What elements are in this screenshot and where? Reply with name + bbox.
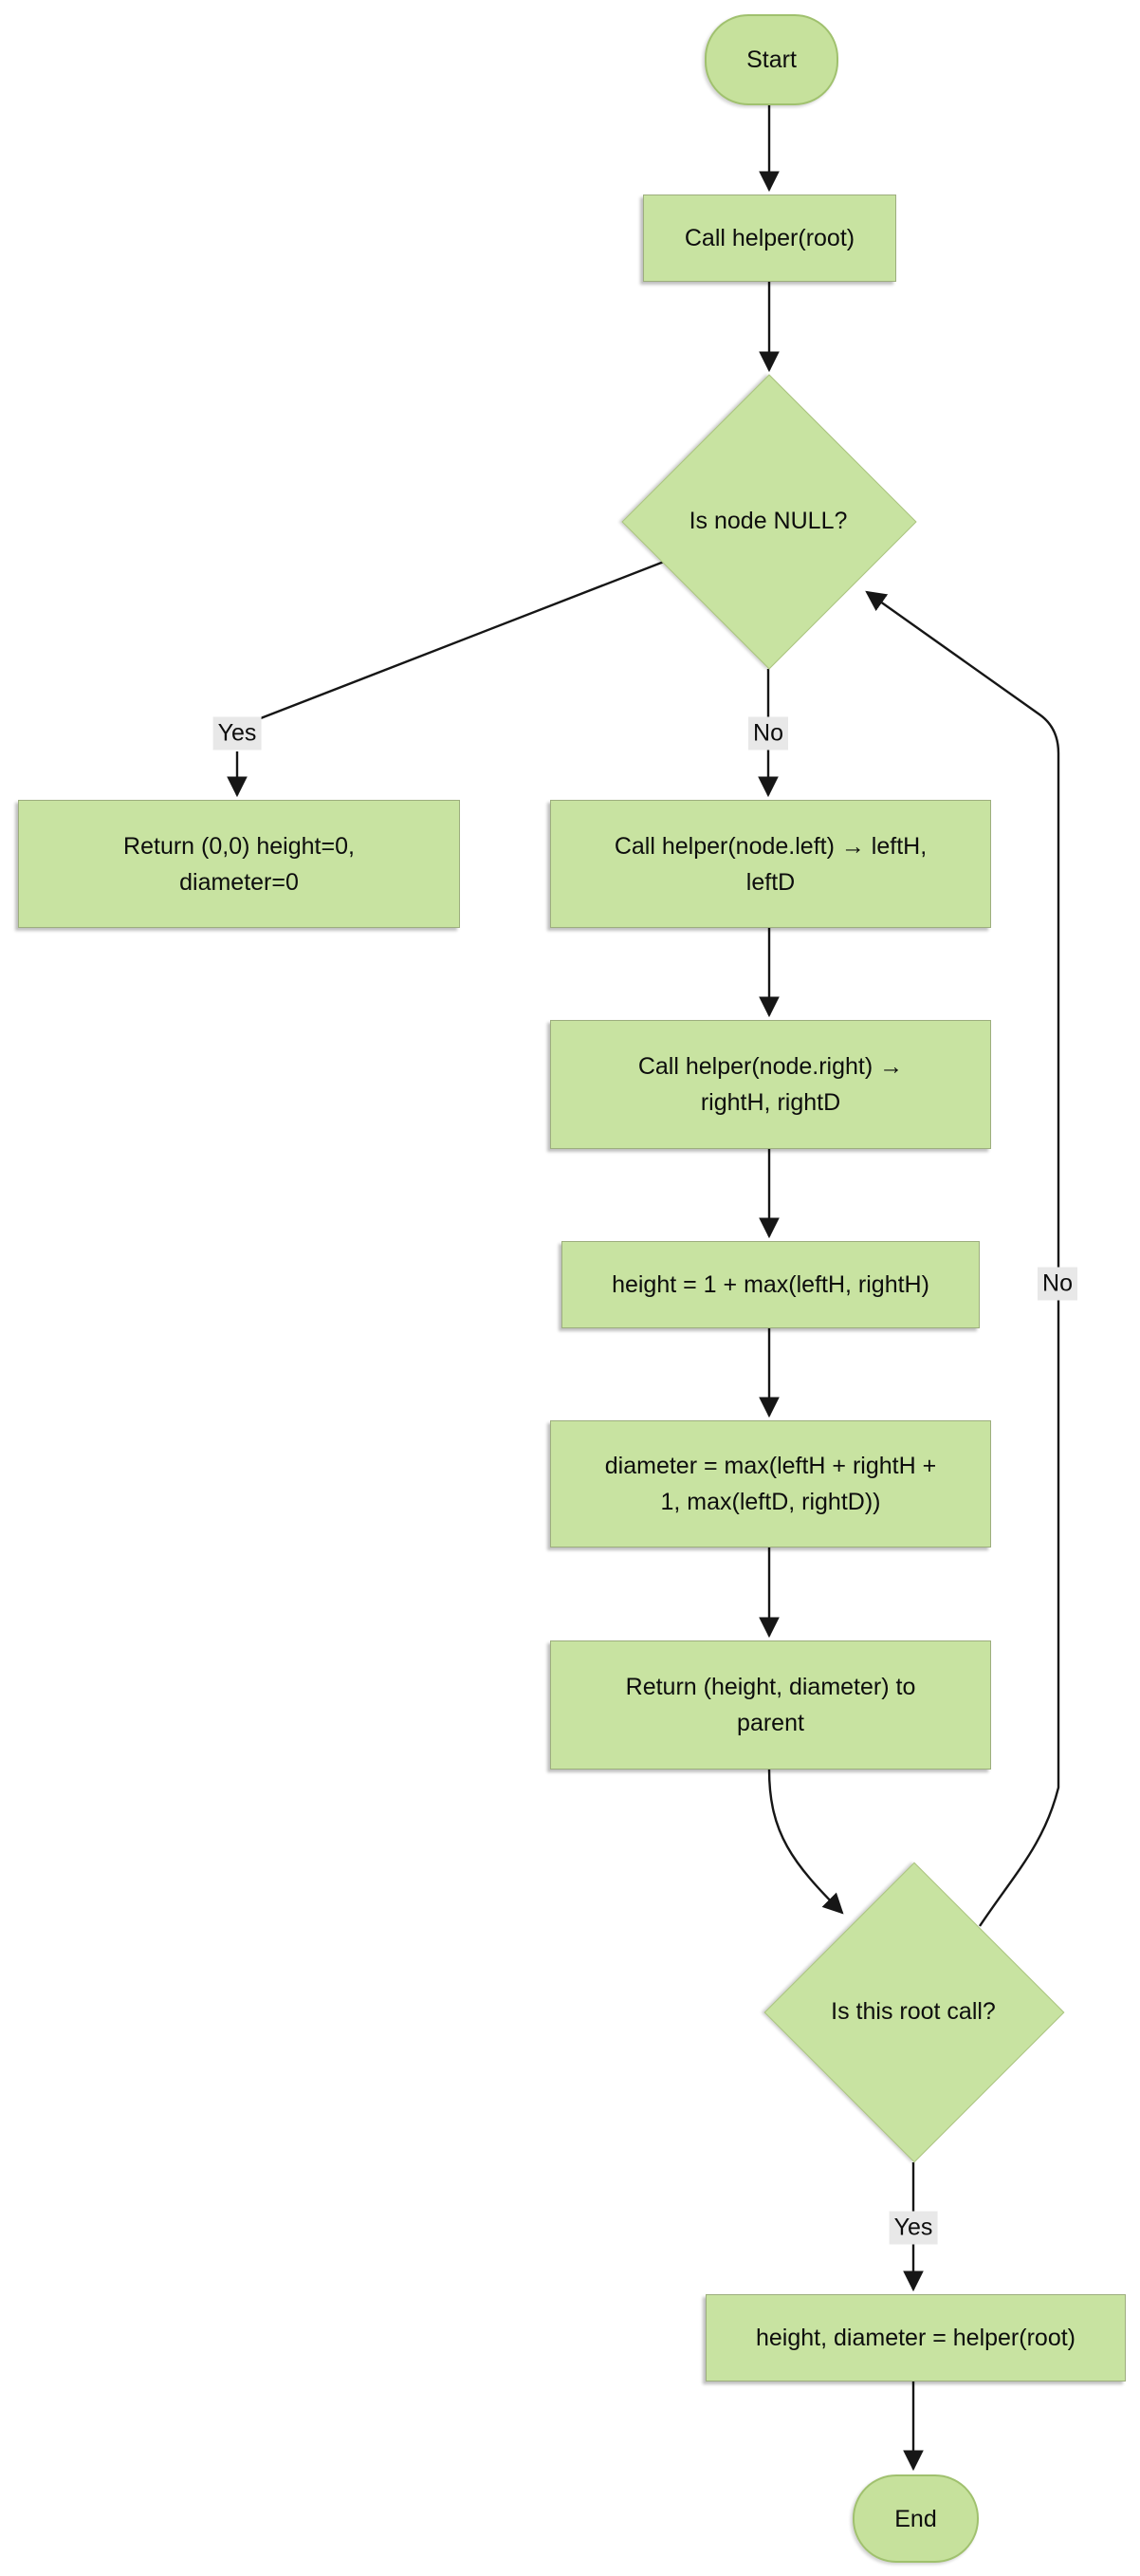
edge-null-yes-to-return-zero	[237, 560, 665, 795]
node-is-root-call-label: Is this root call?	[831, 1998, 996, 2025]
edge-label-root-no: No	[1038, 1267, 1077, 1301]
node-compute-diameter: diameter = max(leftH + rightH + 1, max(l…	[550, 1420, 991, 1547]
node-start: Start	[705, 14, 838, 105]
node-is-node-null: Is node NULL?	[621, 374, 917, 670]
node-end-label: End	[894, 2505, 937, 2532]
node-is-node-null-label: Is node NULL?	[689, 508, 848, 534]
node-start-label: Start	[746, 46, 797, 73]
edge-root-no-loop-to-null-check	[865, 590, 1060, 1927]
node-compute-diameter-label: diameter = max(leftH + rightH + 1, max(l…	[604, 1453, 937, 1515]
node-call-helper-root-label: Call helper(root)	[684, 225, 855, 251]
node-assign-result-label: height, diameter = helper(root)	[756, 2325, 1076, 2351]
node-call-helper-right-label: Call helper(node.right) → rightH, rightD	[637, 1053, 904, 1116]
node-compute-height-label: height = 1 + max(leftH, rightH)	[612, 1271, 929, 1298]
node-compute-height: height = 1 + max(leftH, rightH)	[561, 1241, 980, 1328]
edge-label-null-no: No	[748, 716, 788, 751]
node-return-to-parent-label: Return (height, diameter) to parent	[625, 1674, 916, 1736]
node-return-to-parent: Return (height, diameter) to parent	[550, 1640, 991, 1770]
node-return-zero: Return (0,0) height=0, diameter=0	[18, 800, 460, 928]
edge-label-root-yes: Yes	[889, 2211, 938, 2245]
node-call-helper-left: Call helper(node.left) → leftH, leftD	[550, 800, 991, 928]
node-end: End	[853, 2474, 979, 2563]
node-assign-result: height, diameter = helper(root)	[706, 2294, 1126, 2381]
edge-label-null-yes: Yes	[212, 716, 262, 751]
edge-return-parent-to-root-check	[767, 1769, 844, 1915]
node-is-root-call: Is this root call?	[763, 1862, 1065, 2163]
node-return-zero-label: Return (0,0) height=0, diameter=0	[123, 832, 355, 896]
node-call-helper-right: Call helper(node.right) → rightH, rightD	[550, 1020, 991, 1149]
node-call-helper-left-label: Call helper(node.left) → leftH, leftD	[614, 832, 928, 896]
node-call-helper-root: Call helper(root)	[643, 195, 896, 282]
